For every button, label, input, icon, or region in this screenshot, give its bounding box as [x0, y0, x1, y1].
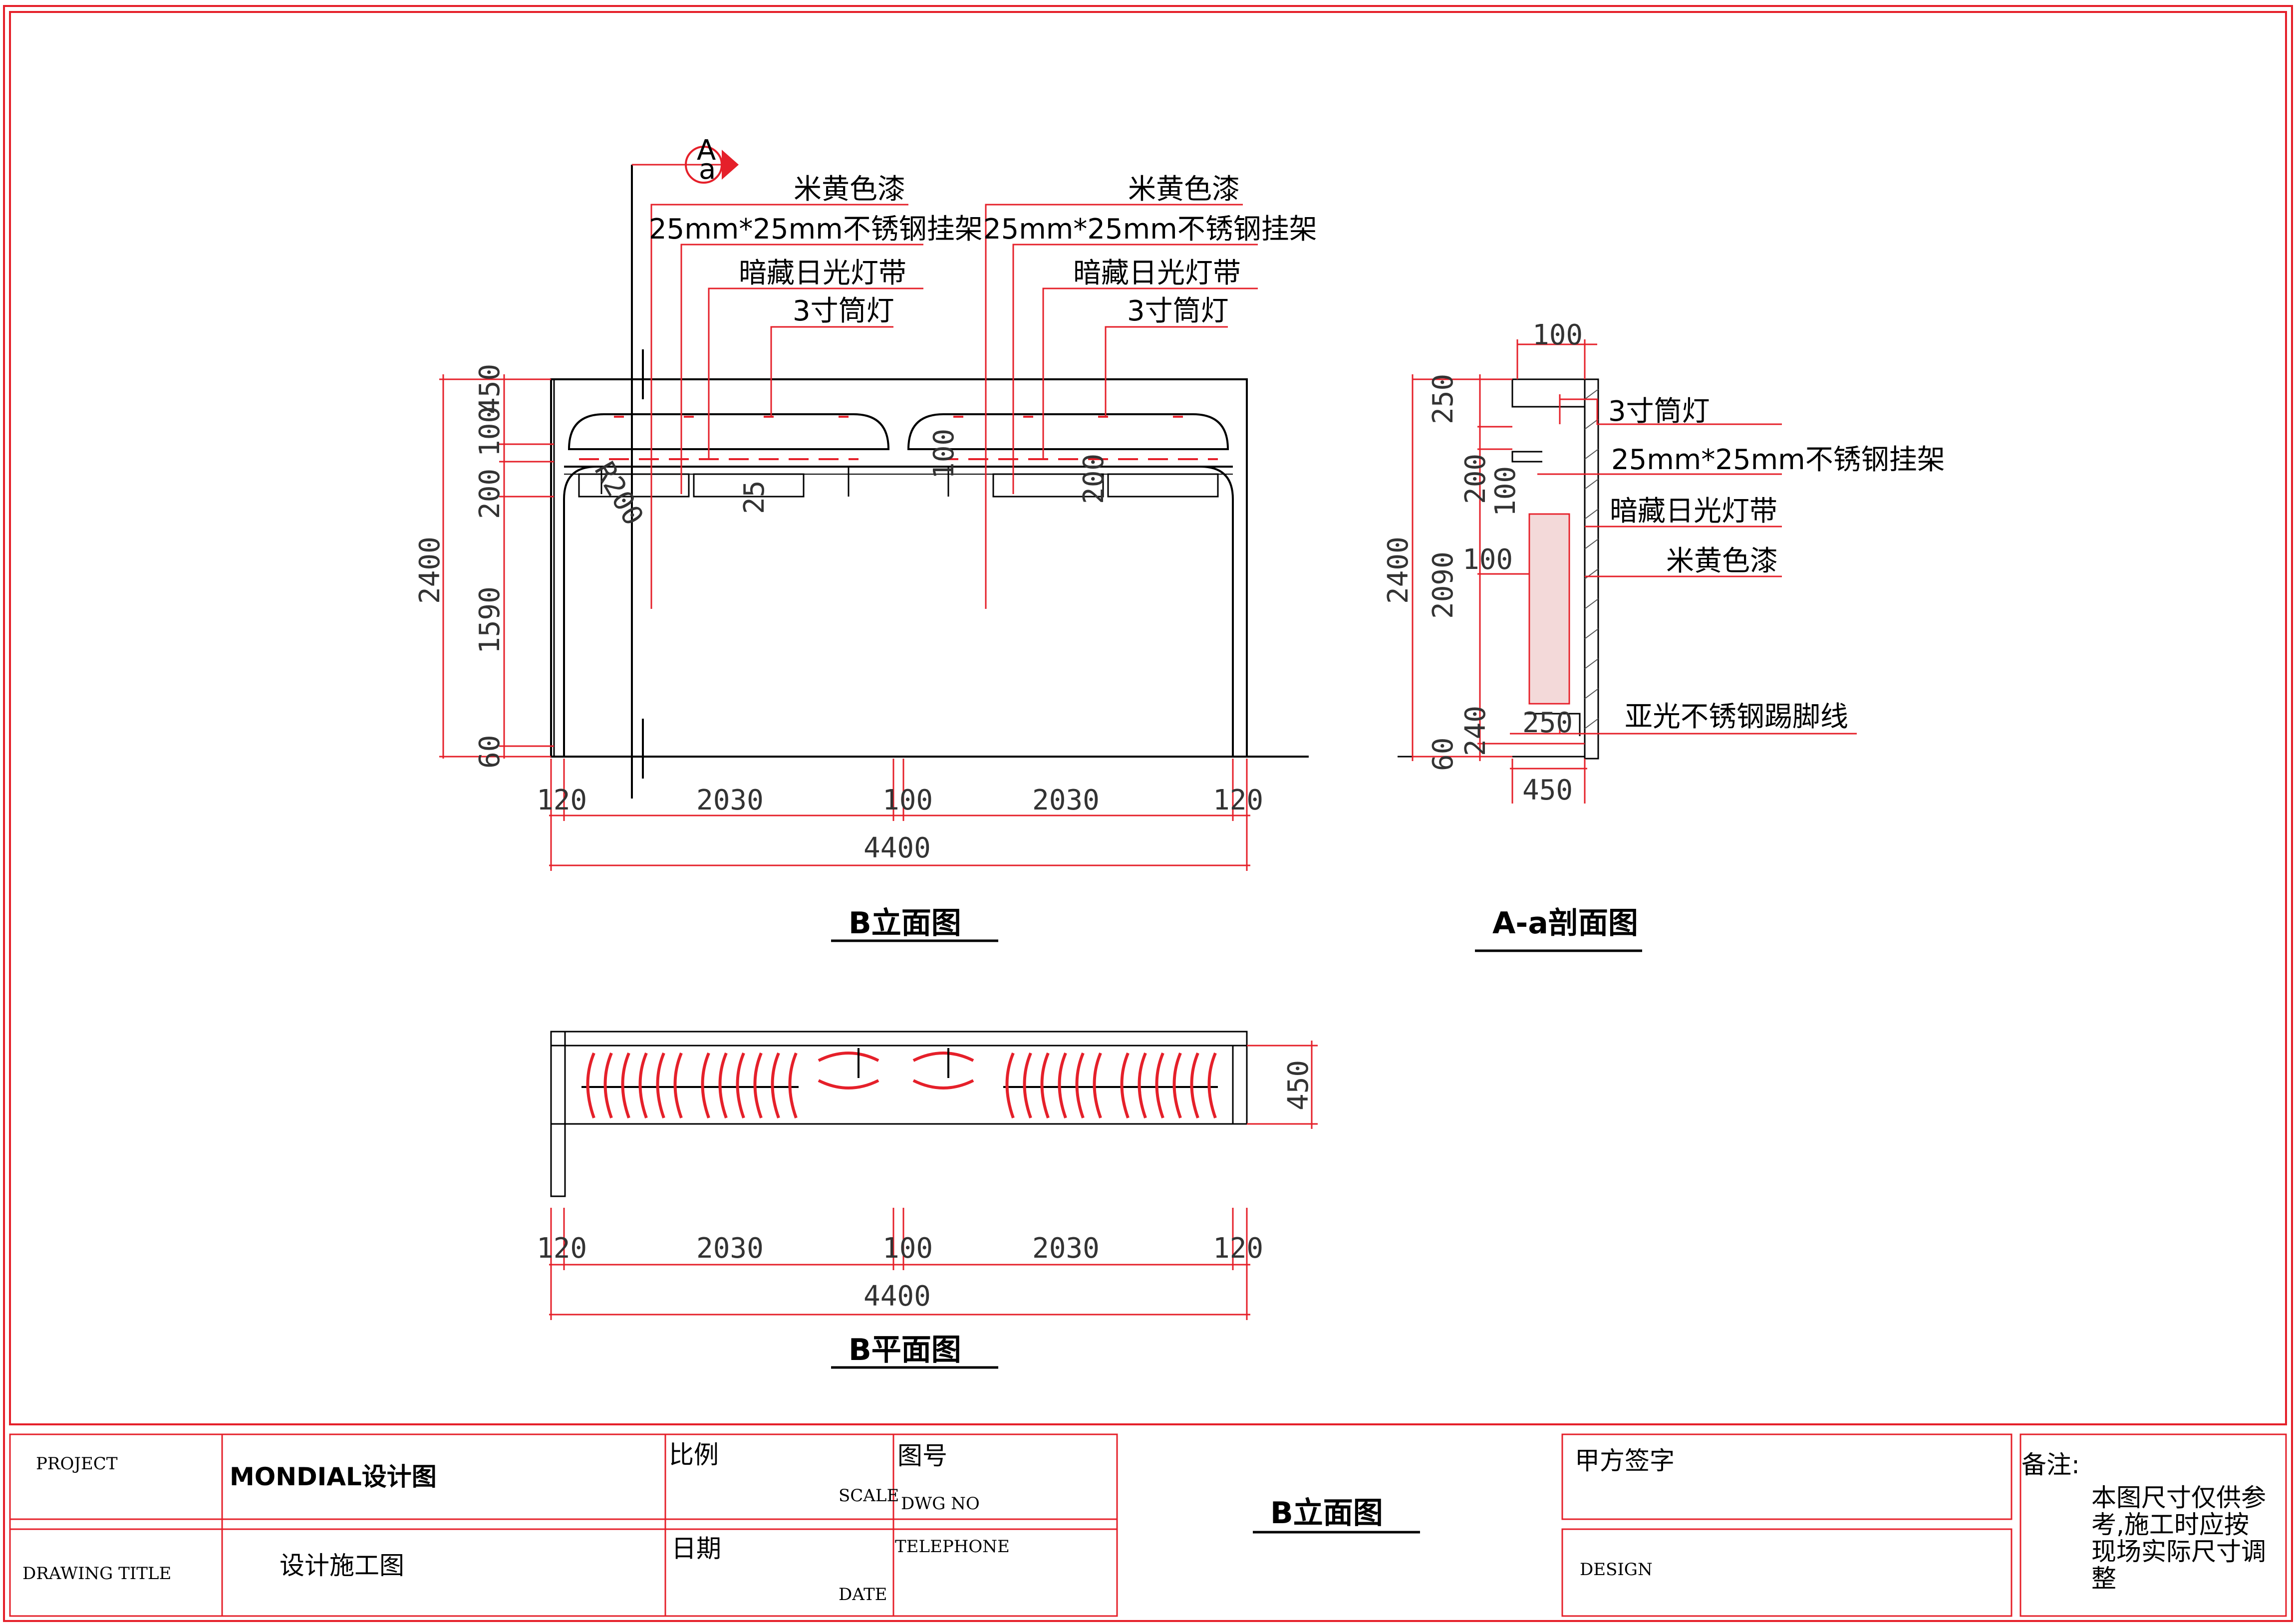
remark-line-1: 本图尺寸仅供参 — [2091, 1483, 2266, 1512]
callout-rack-left: 25mm*25mm不锈钢挂架 — [649, 213, 983, 246]
design-label: DESIGN — [1580, 1560, 1653, 1580]
callout-aa-downlight: 3寸筒灯 — [1608, 395, 1710, 428]
dim-aa-top100: 100 — [1532, 319, 1583, 351]
dim-aa-250b: 250 — [1522, 707, 1573, 739]
callout-aa-skirting: 亚光不锈钢踢脚线 — [1625, 701, 1848, 733]
dim-aa-60: 60 — [1427, 738, 1459, 771]
dim-60: 60 — [474, 735, 506, 769]
dim-inner-100: 100 — [928, 429, 960, 479]
remark-line-2: 考,施工时应按 — [2091, 1510, 2249, 1539]
callout-aa-rack: 25mm*25mm不锈钢挂架 — [1611, 444, 1945, 476]
plan-dim-120b: 120 — [1213, 1232, 1263, 1265]
plan-dim-4400: 4400 — [863, 1280, 931, 1313]
inner-border — [9, 11, 2287, 1425]
dim-aa-100b: 100 — [1462, 543, 1513, 576]
callout-light-strip-left: 暗藏日光灯带 — [739, 257, 906, 289]
b-plan-title: B平面图 — [849, 1333, 961, 1367]
dim-aa-450: 450 — [1522, 774, 1573, 807]
b-elevation: A a 米黄色漆 25mm*25mm不锈钢挂架 暗藏日光灯带 3寸筒灯 米黄色漆… — [414, 134, 1317, 942]
plan-dim-2030a: 2030 — [696, 1232, 764, 1265]
dim-h-2030b: 2030 — [1032, 784, 1100, 816]
dim-aa-100a: 100 — [1489, 466, 1522, 517]
project-value: MONDIAL设计图 — [230, 1462, 437, 1491]
dim-h-100: 100 — [882, 784, 933, 816]
section-marker-bottom: a — [699, 153, 716, 186]
dim-h-120a: 120 — [537, 784, 587, 816]
drawing-title-value: 设计施工图 — [280, 1551, 404, 1580]
section-aa: 3寸筒灯 25mm*25mm不锈钢挂架 暗藏日光灯带 米黄色漆 亚光不锈钢踢脚线… — [1382, 319, 1945, 952]
plan-hangers-front — [818, 1052, 974, 1089]
b-elevation-title: B立面图 — [849, 906, 961, 941]
plan-hangers-right — [1005, 1052, 1217, 1119]
callout-downlight-right: 3寸筒灯 — [1127, 295, 1229, 327]
scale-cn: 比例 — [669, 1440, 719, 1469]
dim-200: 200 — [474, 469, 506, 519]
callout-aa-light-strip: 暗藏日光灯带 — [1610, 495, 1777, 528]
plan-dim-450: 450 — [1282, 1060, 1315, 1110]
dim-h-2030a: 2030 — [696, 784, 764, 816]
dim-25: 25 — [738, 481, 771, 514]
client-sign: 甲方签字 — [1575, 1446, 1675, 1475]
dim-aa-200: 200 — [1459, 454, 1492, 504]
outer-border — [3, 5, 2293, 1622]
plan-hangers-left — [586, 1052, 798, 1119]
dim-1590: 1590 — [474, 586, 506, 654]
dim-h-4400: 4400 — [863, 832, 931, 864]
project-label: PROJECT — [36, 1454, 118, 1474]
b-plan: 450 120 2030 100 2030 120 4400 B平面图 — [537, 1031, 1318, 1369]
dim-aa-2090: 2090 — [1427, 551, 1459, 619]
remark-line-4: 整 — [2091, 1564, 2116, 1593]
sheet-title: B立面图 — [1270, 1496, 1383, 1531]
dim-aa-2400: 2400 — [1382, 537, 1415, 604]
plan-dim-120a: 120 — [537, 1232, 587, 1265]
dim-450: 450 — [474, 364, 506, 414]
remark-line-3: 现场实际尺寸调 — [2091, 1537, 2266, 1566]
section-marker: A a — [685, 134, 739, 186]
title-block: PROJECT MONDIAL设计图 比例 SCALE 图号 DWG NO DR… — [9, 1433, 2287, 1617]
drawing-title-label: DRAWING TITLE — [22, 1564, 171, 1584]
callout-paint-left: 米黄色漆 — [794, 173, 905, 206]
plan-dim-2030b: 2030 — [1032, 1232, 1100, 1265]
section-marker-top: A — [697, 134, 716, 167]
callout-downlight-left: 3寸筒灯 — [793, 295, 894, 327]
date-en: DATE — [839, 1585, 887, 1605]
callout-aa-paint: 米黄色漆 — [1666, 545, 1778, 577]
callout-paint-right: 米黄色漆 — [1128, 173, 1240, 206]
dim-inner-200: 200 — [1078, 454, 1110, 504]
callout-light-strip-right: 暗藏日光灯带 — [1073, 257, 1241, 289]
callout-rack-right: 25mm*25mm不锈钢挂架 — [983, 213, 1317, 246]
section-aa-title: A-a剖面图 — [1492, 906, 1638, 941]
plan-dim-100: 100 — [882, 1232, 933, 1265]
dim-aa-240: 240 — [1459, 706, 1492, 756]
dim-2400: 2400 — [414, 537, 446, 604]
date-cn: 日期 — [671, 1534, 721, 1563]
remark-label: 备注: — [2021, 1450, 2080, 1479]
dim-aa-250: 250 — [1427, 374, 1459, 424]
dwg-en: DWG NO — [901, 1494, 980, 1514]
telephone-label: TELEPHONE — [895, 1537, 1010, 1557]
dwg-cn: 图号 — [897, 1441, 947, 1470]
dim-h-120b: 120 — [1213, 784, 1263, 816]
dim-100: 100 — [474, 406, 506, 457]
scale-en: SCALE — [839, 1486, 899, 1506]
